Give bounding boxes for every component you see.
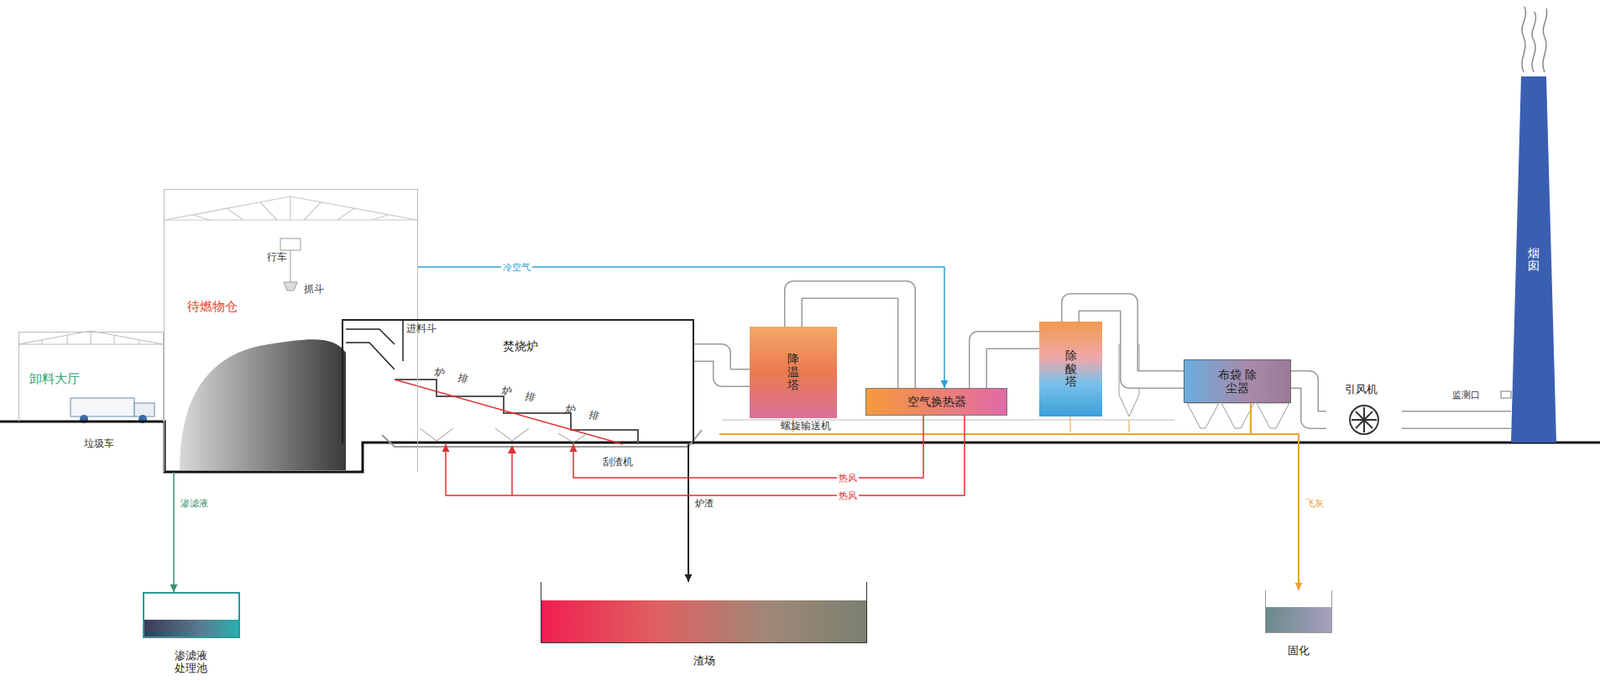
connector-path: [977, 339, 1040, 388]
connector-path: [694, 352, 750, 378]
part-label: 垃圾车: [83, 436, 115, 451]
waste-pile: [179, 339, 346, 471]
node-label: 引风机: [1344, 381, 1378, 398]
basin: 渣场: [540, 581, 868, 644]
bag-filter: 布袋 除尘器: [1183, 359, 1292, 403]
filter-hoppers: [1186, 402, 1290, 429]
node-label: 渗滤液 处理池: [173, 649, 210, 675]
connector-path: [418, 266, 945, 388]
flow-label: 渗滤液: [178, 498, 192, 509]
smoke: [1521, 6, 1548, 73]
flue-duct: [694, 352, 750, 378]
feed-hopper: [345, 318, 403, 370]
flow-line: [569, 415, 925, 478]
tower: 除酸塔: [1039, 321, 1103, 417]
flow-label: 热风: [836, 471, 859, 485]
basin: 渗滤液 处理池: [142, 591, 241, 638]
connector-path: [172, 471, 175, 592]
building: 待燃物仓: [163, 188, 419, 472]
flow-line: [170, 471, 178, 592]
flow-line: [684, 444, 693, 582]
node-label: 降温塔: [787, 352, 800, 392]
basin: 固化: [1265, 590, 1333, 633]
flue-duct: [977, 339, 1040, 388]
grate-steps: [394, 379, 638, 445]
arrow-head: [941, 380, 949, 388]
ash-hoppers: [419, 428, 588, 443]
arrow-head: [684, 574, 693, 582]
chimney: 烟囱: [1511, 76, 1557, 443]
node-label: 待燃物仓: [187, 298, 238, 315]
node-label: 固化: [1287, 643, 1310, 659]
node-label: 空气换热器: [907, 394, 967, 410]
node-label: 渣场: [693, 653, 716, 669]
part-label: 炉排: [433, 364, 484, 391]
part-label: 进料斗: [406, 323, 417, 335]
monitor-port: [1500, 391, 1512, 398]
connector-path: [1250, 402, 1299, 591]
screw-conveyor: [719, 433, 1251, 435]
fill: [144, 619, 239, 637]
storage-roof-truss: [164, 196, 418, 220]
connector-path: [445, 415, 965, 496]
part-label: 螺旋输送机: [780, 418, 832, 434]
arrow-head: [170, 584, 178, 592]
conveyor-drops: [793, 416, 1130, 433]
part-label: 监测口: [1452, 388, 1480, 402]
building: 卸料大厅: [18, 331, 164, 422]
part-label: 行车: [266, 250, 288, 265]
arrow-head: [569, 444, 578, 452]
flow-line: [442, 415, 966, 496]
connector-path: [687, 444, 690, 582]
tower: 降温塔: [749, 326, 837, 419]
flow-label: 冷空气: [501, 261, 533, 274]
connector-path: [1291, 379, 1327, 420]
connector-path: [977, 339, 1040, 388]
flow-line: [418, 266, 949, 388]
slag-scraper: [381, 429, 702, 447]
flow-label: 飞灰: [1303, 498, 1317, 509]
flow-label: 炉渣: [693, 498, 706, 509]
hall-roof: [18, 330, 164, 345]
part-label: 刮渣机: [602, 454, 633, 470]
connector-path: [694, 352, 750, 378]
connector-path: [1291, 379, 1327, 420]
grate-line: [394, 379, 623, 445]
flue-duct: [1401, 419, 1512, 421]
node-label: 除酸塔: [1065, 349, 1078, 388]
part-label: 抓斗: [303, 282, 325, 297]
flow-line: [1250, 402, 1303, 591]
node-label: 烟囱: [1527, 246, 1540, 273]
node-label: 布袋 除尘器: [1213, 367, 1261, 395]
crane-grab: [280, 238, 301, 291]
fill: [1265, 606, 1332, 633]
connector-path: [1401, 412, 1512, 429]
hot-air-branch: [507, 444, 517, 496]
node-label: 卸料大厅: [29, 371, 80, 387]
node-label: 焚烧炉: [502, 339, 539, 355]
garbage-truck: [70, 397, 155, 424]
part-label: 炉排: [500, 382, 551, 409]
arrow-head: [442, 444, 450, 452]
heat-exchanger: 空气换热器: [865, 387, 1008, 416]
flue-duct: [1291, 379, 1327, 420]
fill: [541, 600, 867, 643]
connector-path: [573, 415, 924, 478]
connector-path: [1401, 410, 1512, 429]
furnace: 焚烧炉: [341, 318, 695, 445]
fan: 引风机: [1326, 381, 1402, 443]
flow-label: 热风: [836, 489, 859, 502]
arrow-head: [1295, 582, 1303, 591]
